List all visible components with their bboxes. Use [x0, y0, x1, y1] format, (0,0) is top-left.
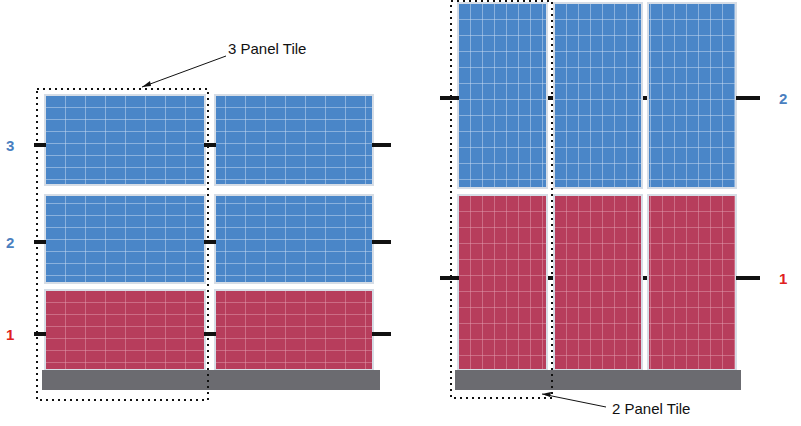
- row-number: 1: [779, 271, 787, 286]
- row-number: 1: [6, 327, 14, 342]
- row-number: 2: [779, 91, 787, 106]
- row-number: 2: [6, 235, 14, 250]
- callout-label: 3 Panel Tile: [228, 41, 306, 56]
- callout-label: 2 Panel Tile: [612, 401, 690, 416]
- row-number: 3: [6, 138, 14, 153]
